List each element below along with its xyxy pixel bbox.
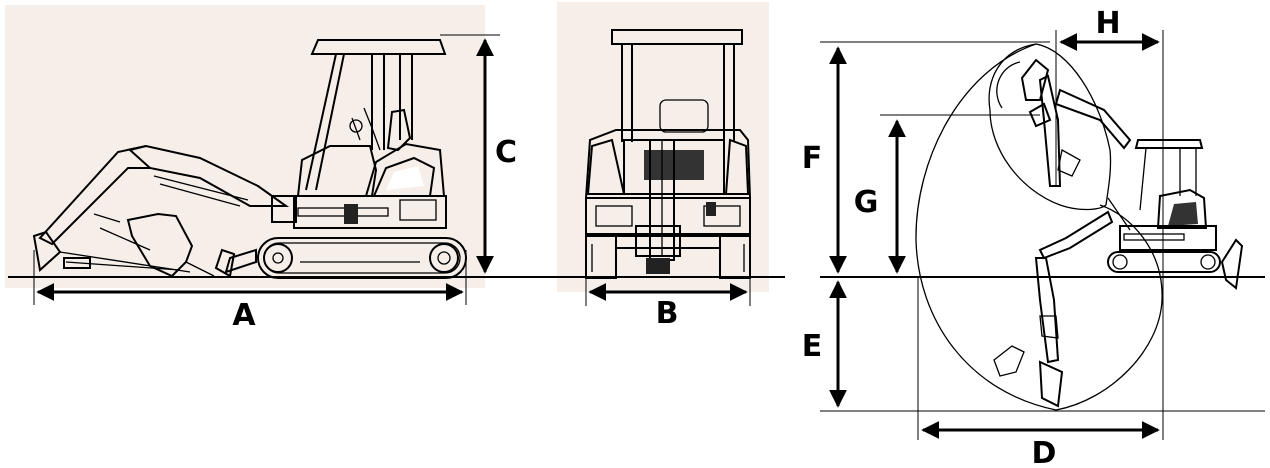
working-range-machine [1107, 139, 1244, 290]
working-range-view: F G E H D [802, 6, 1265, 468]
dimension-d: D [921, 421, 1160, 468]
dimension-label-b: B [656, 296, 679, 331]
dimension-f: F [802, 46, 847, 274]
dimension-e: E [802, 280, 847, 408]
dimension-label-a: A [232, 298, 256, 333]
dimension-h: H [1059, 6, 1160, 51]
front-view [557, 2, 769, 292]
dimension-label-e: E [802, 329, 823, 364]
dimension-a: A [33, 250, 467, 333]
side-view [5, 5, 485, 288]
side-view-panel [5, 5, 485, 288]
front-canopy [611, 29, 743, 142]
dimension-c: C [440, 34, 517, 274]
dimension-b: B [585, 270, 751, 331]
dimension-label-f: F [802, 141, 823, 176]
operator-seat [349, 107, 412, 152]
dimension-label-c: C [495, 135, 517, 170]
working-range-envelope [915, 43, 1163, 411]
dimension-label-d: D [1032, 436, 1057, 468]
dimension-label-h: H [1095, 6, 1120, 41]
arm-raised [1020, 58, 1132, 187]
arm-lowered [993, 210, 1114, 408]
dimension-g: G [854, 119, 906, 274]
upper-body [271, 142, 447, 229]
boom-and-arm [32, 144, 290, 278]
dimension-label-g: G [854, 185, 879, 220]
dozer-blade [224, 248, 257, 274]
canopy [305, 39, 447, 191]
